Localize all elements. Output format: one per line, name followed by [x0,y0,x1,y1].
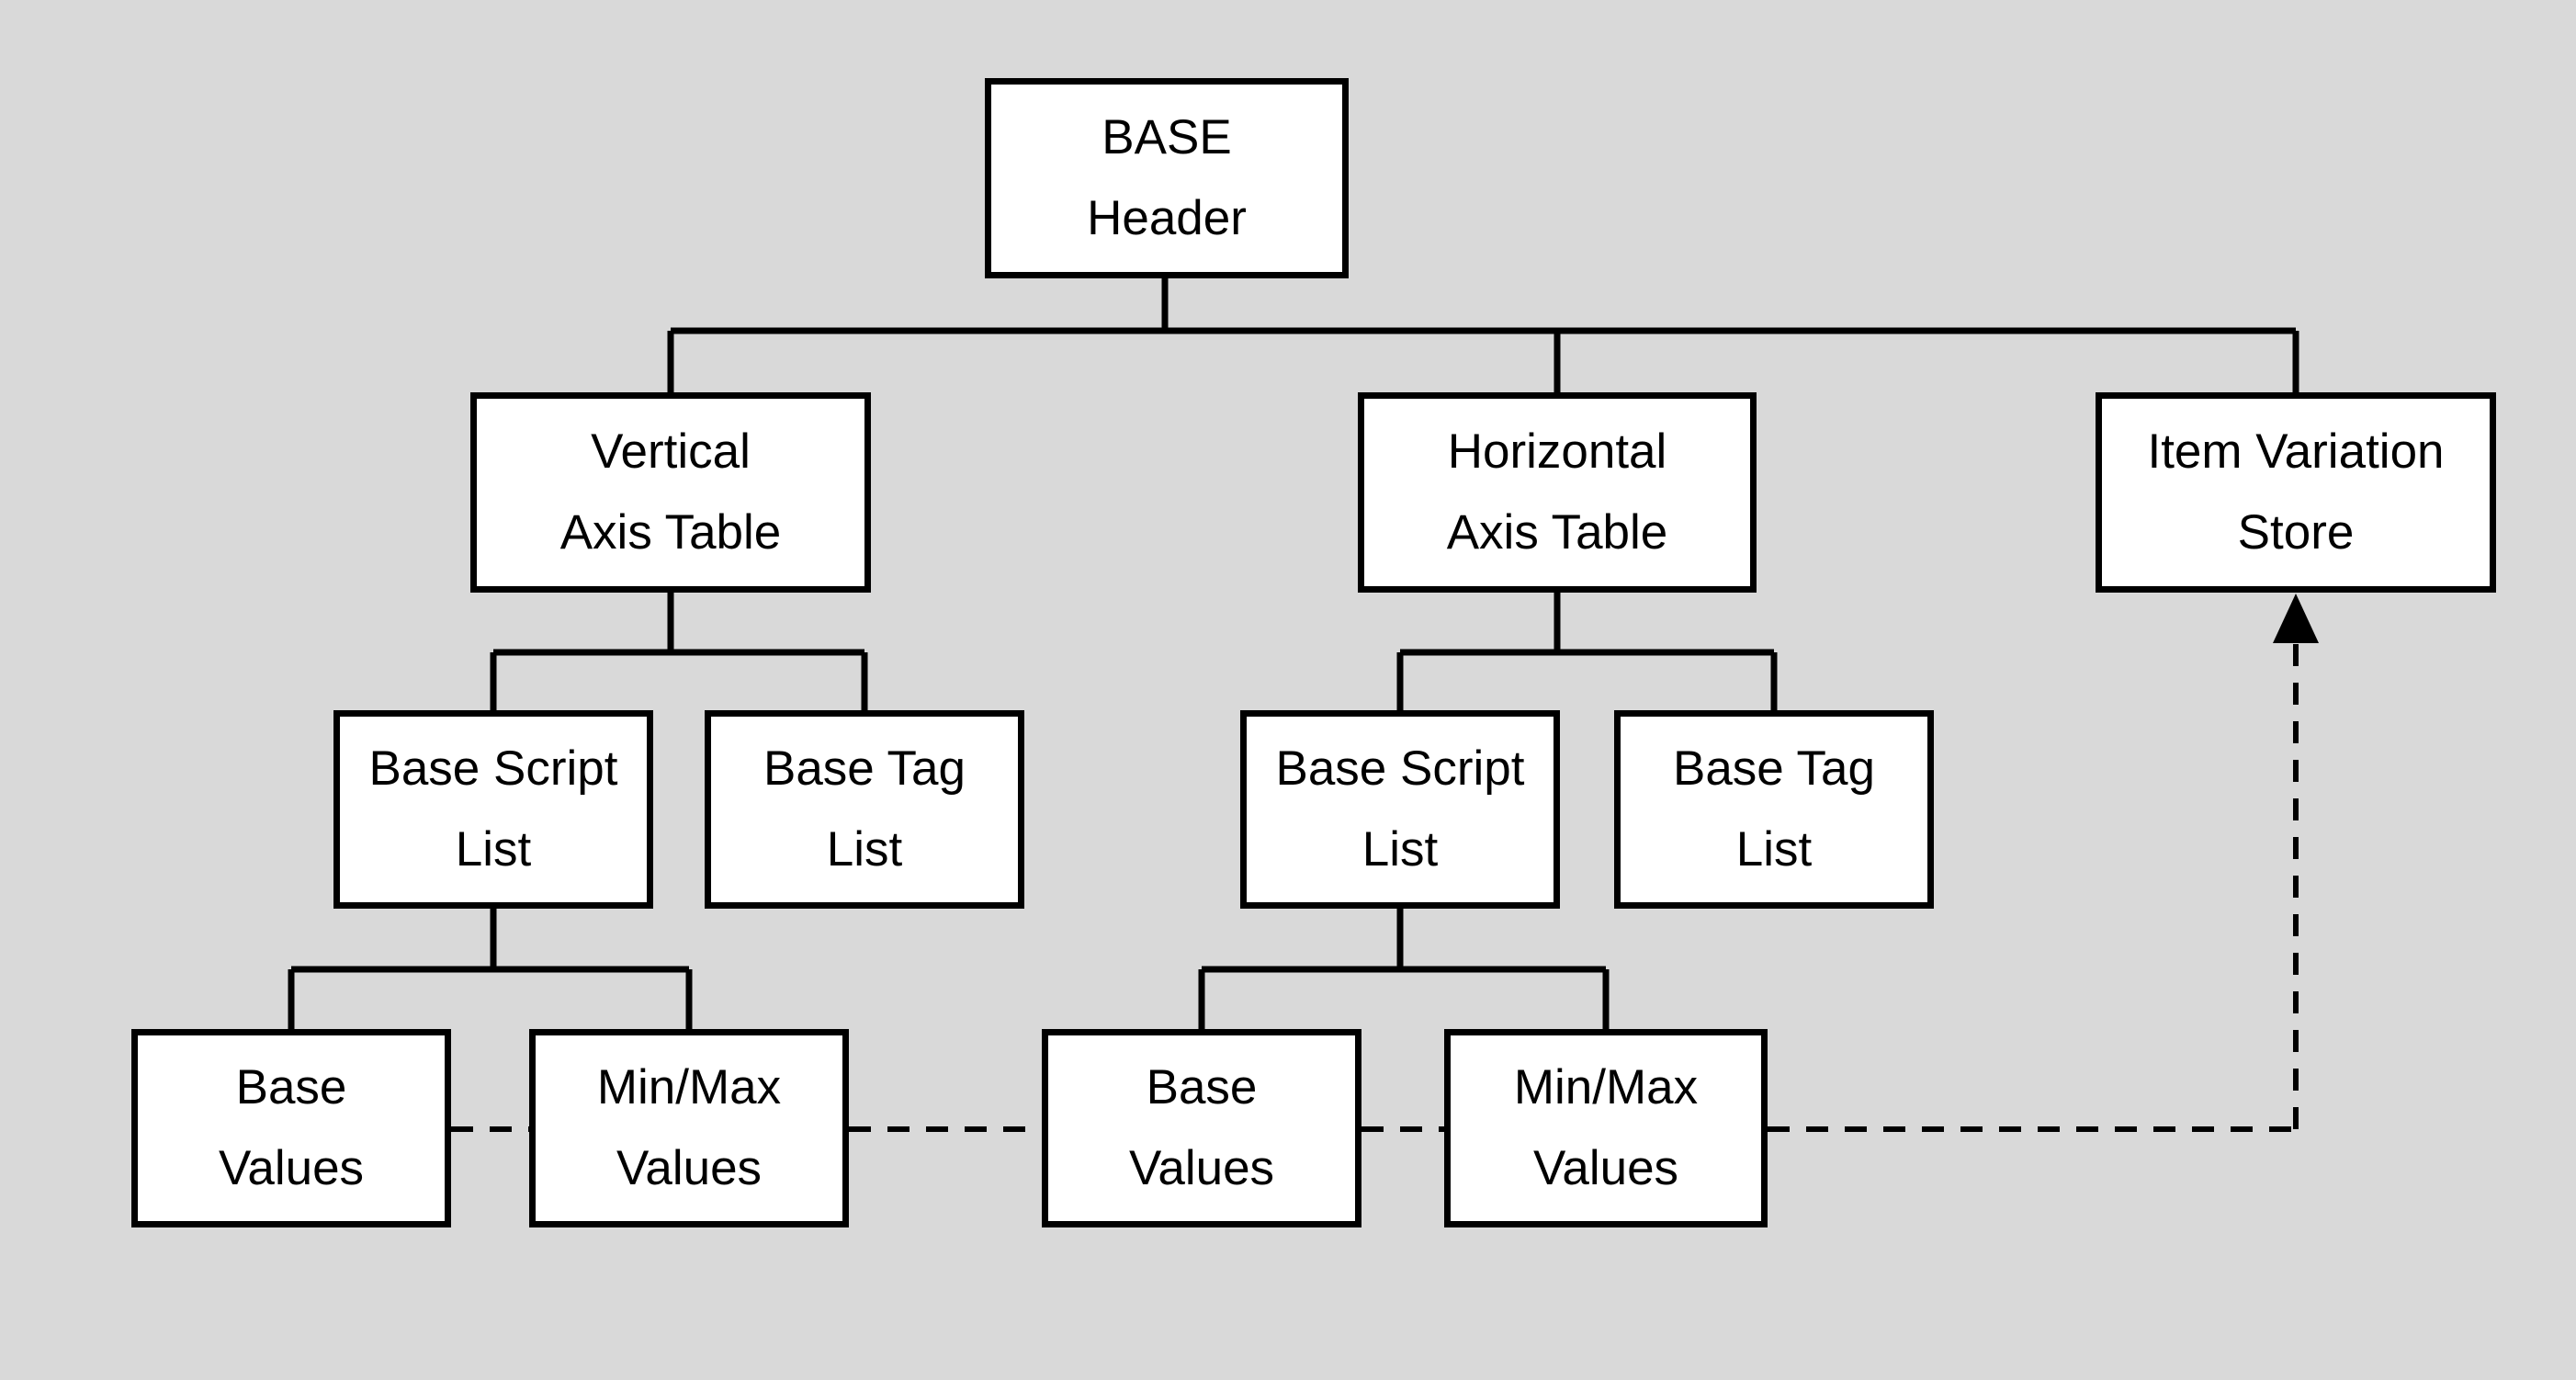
node-label: List [826,822,903,877]
node-label: Vertical [591,424,751,479]
node-horizontal-axis-table: Horizontal Axis Table [1358,392,1757,593]
node-label: Base [235,1060,347,1114]
node-base-tag-list-vertical: Base Tag List [705,710,1024,909]
node-label: Values [1532,1141,1679,1195]
node-base-script-list-vertical: Base Script List [333,710,653,909]
node-label: Base Tag [763,741,966,796]
node-label: Header [1087,191,1247,245]
node-label: Min/Max [1513,1060,1699,1114]
node-label: Base Tag [1672,741,1876,796]
node-item-variation-store: Item Variation Store [2096,392,2496,593]
node-label: Values [218,1141,365,1195]
node-label: Axis Table [559,505,782,560]
node-label: Axis Table [1446,505,1668,560]
node-minmax-values-horizontal: Min/Max Values [1444,1029,1768,1227]
node-label: Base Script [1275,741,1525,796]
node-label: Base Script [368,741,618,796]
node-label: Values [616,1141,763,1195]
node-base-tag-list-horizontal: Base Tag List [1614,710,1934,909]
node-base-values-horizontal: Base Values [1042,1029,1361,1227]
node-vertical-axis-table: Vertical Axis Table [470,392,871,593]
node-label: Min/Max [596,1060,782,1114]
node-base-script-list-horizontal: Base Script List [1240,710,1560,909]
arrowhead-item-variation [2273,594,2319,643]
node-minmax-values-vertical: Min/Max Values [529,1029,849,1227]
node-label: Item Variation [2147,424,2445,479]
node-base-header: BASE Header [985,78,1349,278]
node-label: Store [2237,505,2355,560]
node-label: BASE [1102,110,1232,164]
node-label: List [455,822,532,877]
node-label: List [1361,822,1439,877]
node-label: Horizontal [1447,424,1667,479]
node-label: List [1735,822,1813,877]
node-base-values-vertical: Base Values [131,1029,451,1227]
node-label: Values [1128,1141,1275,1195]
node-label: Base [1146,1060,1258,1114]
